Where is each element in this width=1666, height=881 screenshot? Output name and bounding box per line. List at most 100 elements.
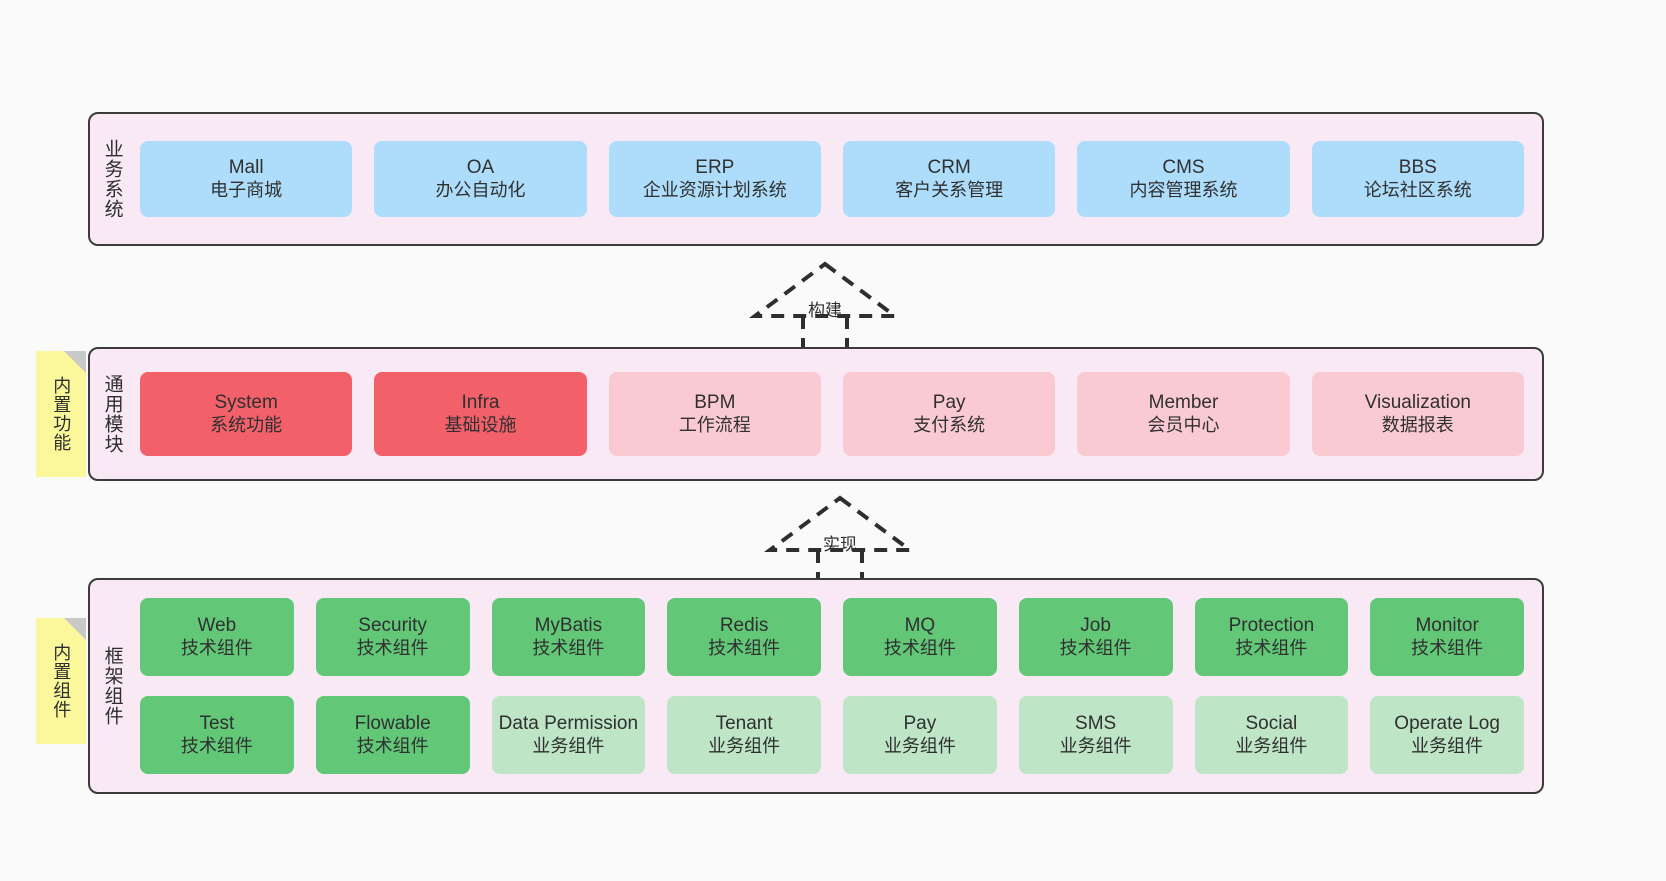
card-desc: 办公自动化 <box>435 179 526 200</box>
card-name: BPM <box>694 392 736 414</box>
card-name: MQ <box>904 615 936 637</box>
business-card-mall[interactable]: Mall 电子商城 <box>140 141 353 217</box>
card-name: Monitor <box>1415 615 1479 637</box>
card-desc: 技术组件 <box>1059 637 1132 658</box>
card-name: SMS <box>1075 713 1117 735</box>
card-name: Pay <box>903 713 937 735</box>
layer-business-system-body: Mall 电子商城 OA 办公自动化 ERP 企业资源计划系统 CRM 客户关系… <box>134 114 1542 244</box>
layer-common-modules-label: 通用模块 <box>101 374 123 454</box>
card-desc: 电子商城 <box>210 179 283 200</box>
card-name: OA <box>466 157 495 179</box>
card-name: Test <box>199 713 235 735</box>
layer-common-modules: 通用模块 System 系统功能 Infra 基础设施 BPM 工作流程 Pay <box>88 347 1544 481</box>
sticky-note-label: 内置功能 <box>51 376 72 452</box>
card-name: Mall <box>228 157 264 179</box>
arrowhead-triangle-icon <box>763 495 917 552</box>
framework-card-data-permission[interactable]: Data Permission 业务组件 <box>491 696 646 774</box>
business-card-bbs[interactable]: BBS 论坛社区系统 <box>1311 141 1524 217</box>
card-name: Pay <box>932 392 966 414</box>
card-desc: 业务组件 <box>1059 735 1132 756</box>
card-desc: 客户关系管理 <box>895 179 1004 200</box>
layer-framework-components: 框架组件 Web 技术组件 Security 技术组件 MyBatis 技术组件… <box>88 578 1544 794</box>
card-name: Operate Log <box>1394 713 1500 735</box>
card-desc: 会员中心 <box>1147 414 1220 435</box>
connector-implement-label: 实现 <box>823 535 857 554</box>
module-card-bpm[interactable]: BPM 工作流程 <box>608 372 821 456</box>
framework-card-protection[interactable]: Protection 技术组件 <box>1194 598 1349 676</box>
framework-card-sms[interactable]: SMS 业务组件 <box>1018 696 1173 774</box>
connector-implement: 实现 <box>760 492 920 592</box>
card-name: System <box>214 392 278 414</box>
layer-framework-components-label: 框架组件 <box>101 646 123 726</box>
sticky-note-builtin-features: 内置功能 <box>36 351 86 477</box>
card-name: CMS <box>1162 157 1205 179</box>
module-card-member[interactable]: Member 会员中心 <box>1077 372 1290 456</box>
card-desc: 技术组件 <box>180 735 253 756</box>
framework-card-mybatis[interactable]: MyBatis 技术组件 <box>491 598 646 676</box>
card-desc: 论坛社区系统 <box>1363 179 1472 200</box>
card-name: Security <box>358 615 427 637</box>
module-card-infra[interactable]: Infra 基础设施 <box>374 372 587 456</box>
sticky-note-label: 内置组件 <box>51 643 72 719</box>
card-desc: 业务组件 <box>532 735 605 756</box>
card-desc: 业务组件 <box>1411 735 1484 756</box>
business-card-erp[interactable]: ERP 企业资源计划系统 <box>608 141 821 217</box>
card-name: Redis <box>719 615 769 637</box>
framework-card-web[interactable]: Web 技术组件 <box>140 598 294 676</box>
sticky-note-builtin-components: 内置组件 <box>36 618 86 744</box>
module-card-pay[interactable]: Pay 支付系统 <box>842 372 1056 456</box>
layer-common-modules-body: System 系统功能 Infra 基础设施 BPM 工作流程 Pay 支付系统… <box>134 349 1542 479</box>
business-card-crm[interactable]: CRM 客户关系管理 <box>842 141 1056 217</box>
framework-card-redis[interactable]: Redis 技术组件 <box>667 598 821 676</box>
card-name: Web <box>197 615 237 637</box>
card-desc: 数据报表 <box>1381 414 1454 435</box>
card-name: Flowable <box>354 713 431 735</box>
connector-build-label: 构建 <box>808 301 842 320</box>
card-desc: 业务组件 <box>708 735 781 756</box>
card-desc: 技术组件 <box>180 637 253 658</box>
layer-business-system: 业务系统 Mall 电子商城 OA 办公自动化 ERP 企业资源计划系统 CRM <box>88 112 1544 246</box>
framework-card-flowable[interactable]: Flowable 技术组件 <box>315 696 470 774</box>
card-name: Social <box>1245 713 1298 735</box>
common-modules-row: System 系统功能 Infra 基础设施 BPM 工作流程 Pay 支付系统… <box>140 372 1524 456</box>
framework-card-job[interactable]: Job 技术组件 <box>1018 598 1173 676</box>
business-card-cms[interactable]: CMS 内容管理系统 <box>1077 141 1290 217</box>
card-name: Visualization <box>1364 392 1471 414</box>
card-desc: 业务组件 <box>1235 735 1308 756</box>
arrowhead-triangle-icon <box>748 261 902 318</box>
framework-card-security[interactable]: Security 技术组件 <box>315 598 470 676</box>
card-name: BBS <box>1398 157 1437 179</box>
card-name: Job <box>1080 615 1111 637</box>
framework-row-business: Test 技术组件 Flowable 技术组件 Data Permission … <box>140 696 1524 774</box>
card-desc: 系统功能 <box>210 414 283 435</box>
card-desc: 技术组件 <box>708 637 781 658</box>
card-desc: 支付系统 <box>913 414 986 435</box>
business-system-row: Mall 电子商城 OA 办公自动化 ERP 企业资源计划系统 CRM 客户关系… <box>140 141 1524 217</box>
card-name: Data Permission <box>498 713 639 735</box>
framework-card-tenant[interactable]: Tenant 业务组件 <box>667 696 821 774</box>
module-card-system[interactable]: System 系统功能 <box>140 372 353 456</box>
framework-card-operate-log[interactable]: Operate Log 业务组件 <box>1370 696 1524 774</box>
card-name: CRM <box>927 157 971 179</box>
card-name: Infra <box>461 392 500 414</box>
framework-card-mq[interactable]: MQ 技术组件 <box>843 598 997 676</box>
module-card-visualization[interactable]: Visualization 数据报表 <box>1311 372 1524 456</box>
layer-business-system-label: 业务系统 <box>101 139 123 219</box>
framework-card-monitor[interactable]: Monitor 技术组件 <box>1370 598 1524 676</box>
card-desc: 技术组件 <box>883 637 956 658</box>
folded-corner-icon <box>64 618 86 640</box>
card-desc: 工作流程 <box>678 414 751 435</box>
card-desc: 技术组件 <box>532 637 605 658</box>
card-desc: 技术组件 <box>1235 637 1308 658</box>
framework-card-social[interactable]: Social 业务组件 <box>1194 696 1349 774</box>
framework-card-test[interactable]: Test 技术组件 <box>140 696 294 774</box>
framework-row-technical: Web 技术组件 Security 技术组件 MyBatis 技术组件 Redi… <box>140 598 1524 676</box>
card-desc: 企业资源计划系统 <box>642 179 787 200</box>
card-desc: 内容管理系统 <box>1129 179 1238 200</box>
business-card-oa[interactable]: OA 办公自动化 <box>374 141 587 217</box>
card-name: ERP <box>695 157 735 179</box>
card-name: Protection <box>1228 615 1315 637</box>
framework-card-pay[interactable]: Pay 业务组件 <box>843 696 997 774</box>
layer-framework-components-body: Web 技术组件 Security 技术组件 MyBatis 技术组件 Redi… <box>134 580 1542 792</box>
card-name: Member <box>1148 392 1219 414</box>
